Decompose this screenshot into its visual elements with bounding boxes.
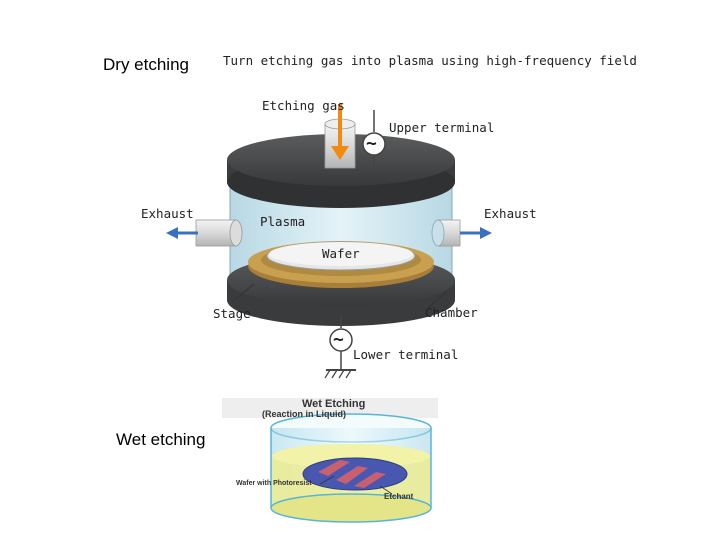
- dry-caption: Turn etching gas into plasma using high-…: [223, 53, 637, 68]
- lower-terminal-ac-symbol: ~: [333, 329, 344, 350]
- wafer-leader: [319, 475, 335, 485]
- wet-wafer-label: Wafer with Photoresist: [236, 480, 312, 487]
- lower-terminal-label: Lower terminal: [353, 347, 459, 362]
- wet-etching-label: Wet etching: [116, 430, 206, 449]
- stage-leader: [231, 283, 255, 303]
- plasma-label: Plasma: [260, 214, 306, 229]
- etchant-leader: [379, 485, 393, 495]
- chamber-label: Chamber: [425, 305, 478, 320]
- ground-icon: [324, 369, 356, 379]
- wet-subtitle: (Reaction in Liquid): [262, 409, 346, 419]
- upper-terminal-label: Upper terminal: [389, 120, 495, 135]
- wet-title: Wet Etching: [302, 398, 366, 410]
- exhaust-right-label: Exhaust: [484, 206, 537, 221]
- etchant-label: Etchant: [384, 492, 414, 501]
- wafer-label: Wafer: [322, 246, 360, 261]
- stage-label: Stage: [213, 306, 251, 321]
- etching-gas-label: Etching gas: [262, 98, 345, 113]
- exhaust-left-label: Exhaust: [141, 206, 194, 221]
- upper-terminal-ac-symbol: ~: [366, 133, 377, 154]
- dry-etching-label: Dry etching: [103, 55, 189, 74]
- photoresist-stripes: [318, 460, 386, 488]
- chamber-leader: [427, 291, 447, 309]
